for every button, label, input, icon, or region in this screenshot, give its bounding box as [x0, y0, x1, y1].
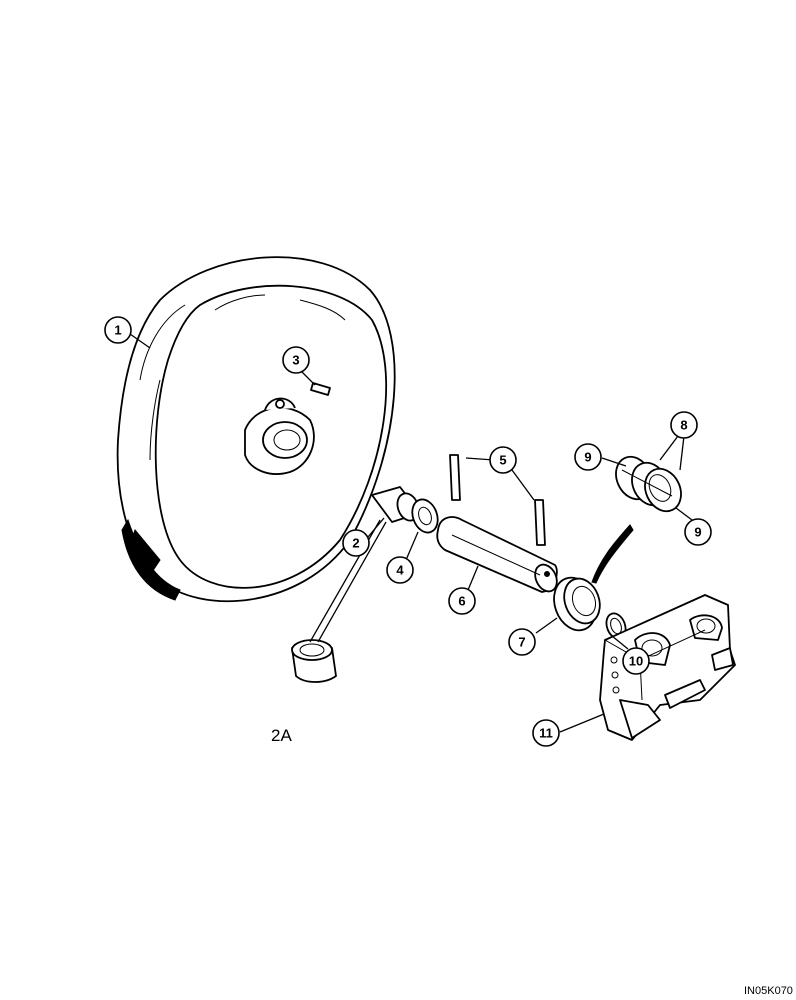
callout-5: 5 [489, 446, 517, 474]
leader-lines [129, 333, 693, 733]
idler-shaft [436, 516, 558, 593]
grease-fitting [310, 382, 331, 396]
callout-5-label: 5 [499, 453, 506, 468]
reference-code: IN05K070 [744, 985, 793, 997]
callout-6-label: 6 [458, 594, 465, 609]
exploded-view-arrow [591, 524, 634, 584]
callout-11: 11 [532, 719, 560, 747]
callout-11-label: 11 [539, 726, 553, 741]
thrust-washer [411, 498, 439, 534]
callout-2-label: 2 [352, 536, 359, 551]
callout-8: 8 [670, 411, 698, 439]
callout-9-lower-label: 9 [694, 525, 701, 540]
duo-cone-seal [553, 576, 601, 632]
callout-9-lower: 9 [684, 518, 712, 546]
seal-assembly [615, 455, 682, 513]
callout-1-label: 1 [114, 323, 121, 338]
callout-7: 7 [508, 628, 536, 656]
callout-9-upper: 9 [574, 443, 602, 471]
callout-3-label: 3 [292, 353, 299, 368]
bushing-2a [291, 639, 337, 683]
callout-6: 6 [448, 587, 476, 615]
callout-10-label: 10 [629, 654, 643, 669]
roll-pin-upper [449, 454, 461, 501]
callout-1: 1 [104, 316, 132, 344]
callout-4: 4 [386, 556, 414, 584]
callout-4-label: 4 [396, 563, 404, 578]
callout-2: 2 [342, 529, 370, 557]
idler-wheel [116, 256, 396, 603]
bushing-2a-label: 2A [271, 726, 292, 745]
callout-10: 10 [622, 647, 650, 675]
roll-pin-lower [534, 499, 546, 546]
callout-3: 3 [282, 346, 310, 374]
callout-8-label: 8 [680, 418, 687, 433]
callout-9-upper-label: 9 [584, 450, 591, 465]
callout-7-label: 7 [518, 635, 525, 650]
bushing [371, 486, 421, 523]
